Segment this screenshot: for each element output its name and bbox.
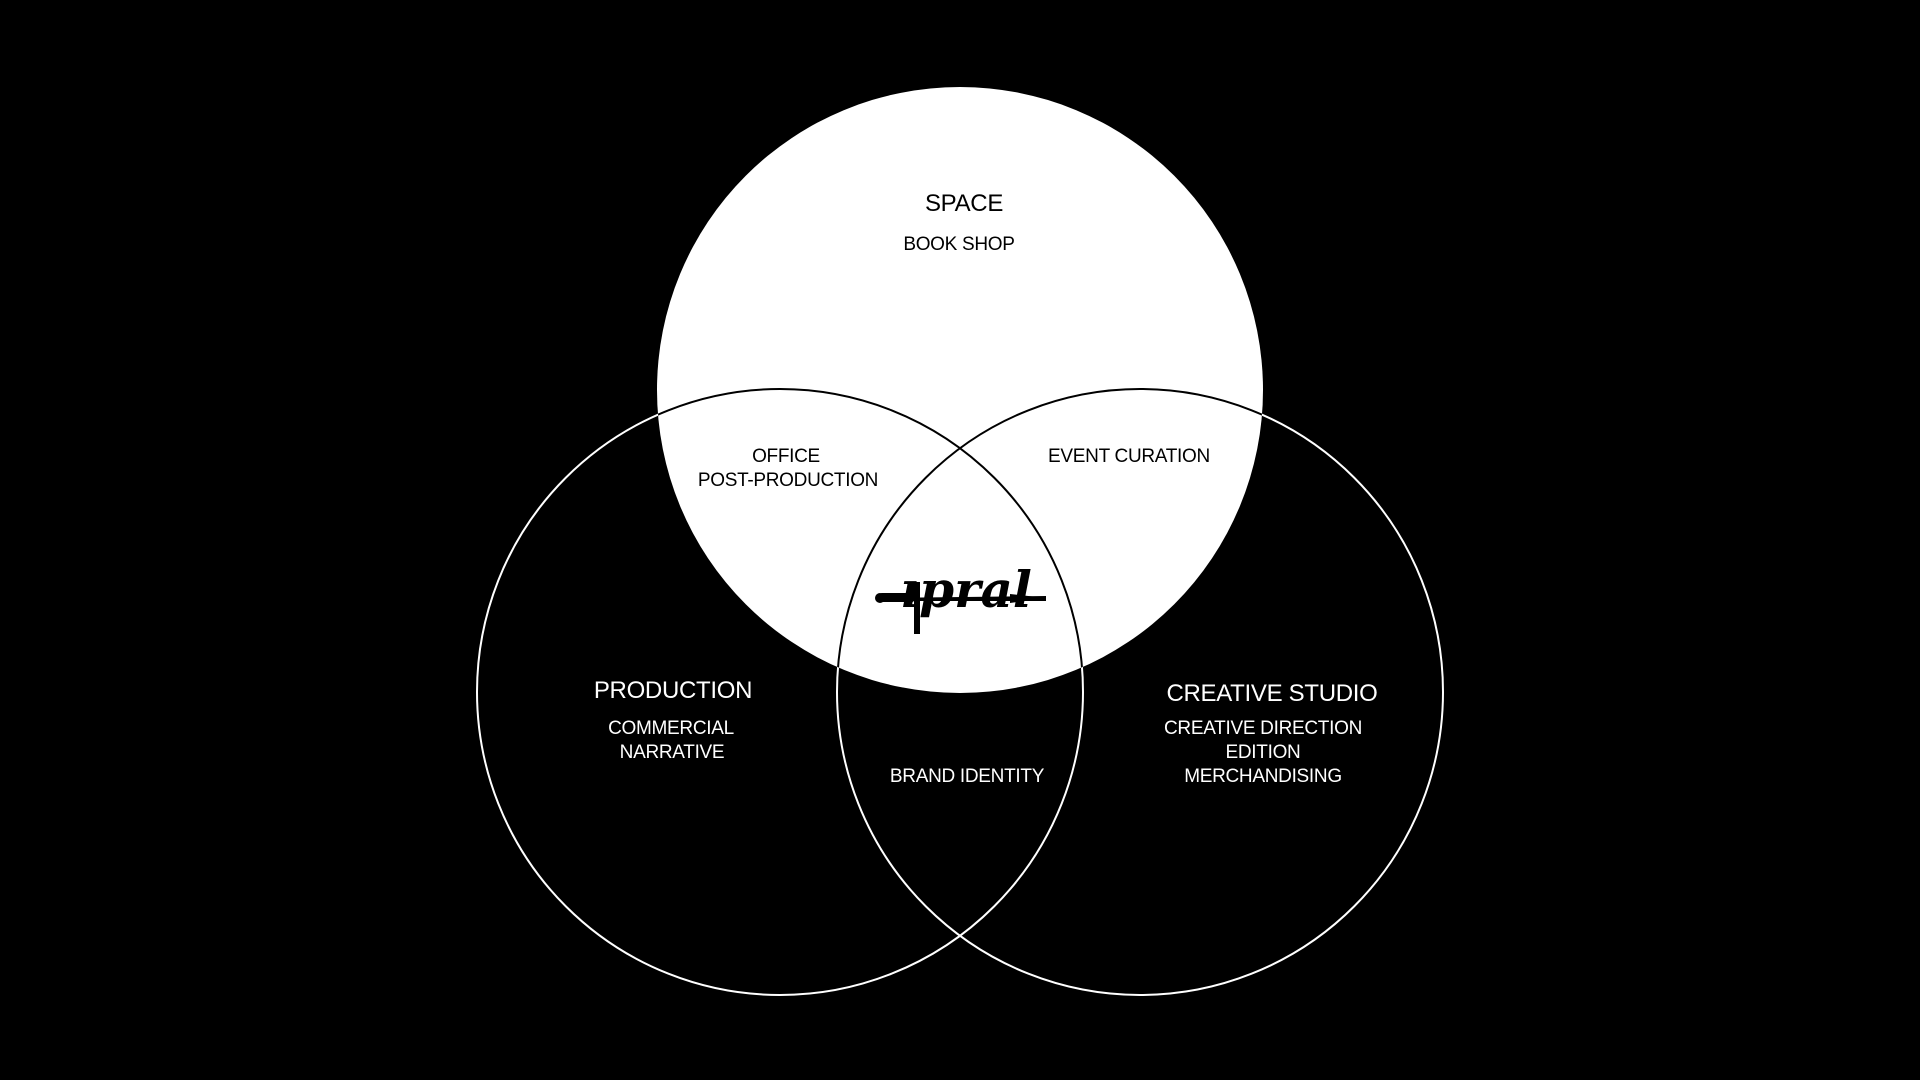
space-item-book-shop: BOOK SHOP [903, 234, 1014, 255]
sword-logo-icon [875, 582, 1046, 634]
production-item-narrative: NARRATIVE [620, 742, 725, 763]
overlap-post-production: POST-PRODUCTION [698, 470, 878, 491]
space-title: SPACE [925, 190, 1003, 217]
circle-space [657, 87, 1263, 693]
creative-studio-title: CREATIVE STUDIO [1166, 680, 1377, 707]
production-item-commercial: COMMERCIAL [608, 718, 734, 739]
overlap-event-curation: EVENT CURATION [1048, 446, 1210, 467]
overlap-office: OFFICE [752, 446, 820, 467]
center-logo-text: ıpral [900, 560, 1032, 619]
creative-studio-item-creative-direction: CREATIVE DIRECTION [1164, 718, 1362, 739]
overlap-brand-identity: BRAND IDENTITY [890, 766, 1045, 787]
creative-studio-item-edition: EDITION [1226, 742, 1301, 763]
creative-studio-item-merchandising: MERCHANDISING [1184, 766, 1342, 787]
production-title: PRODUCTION [594, 677, 752, 704]
